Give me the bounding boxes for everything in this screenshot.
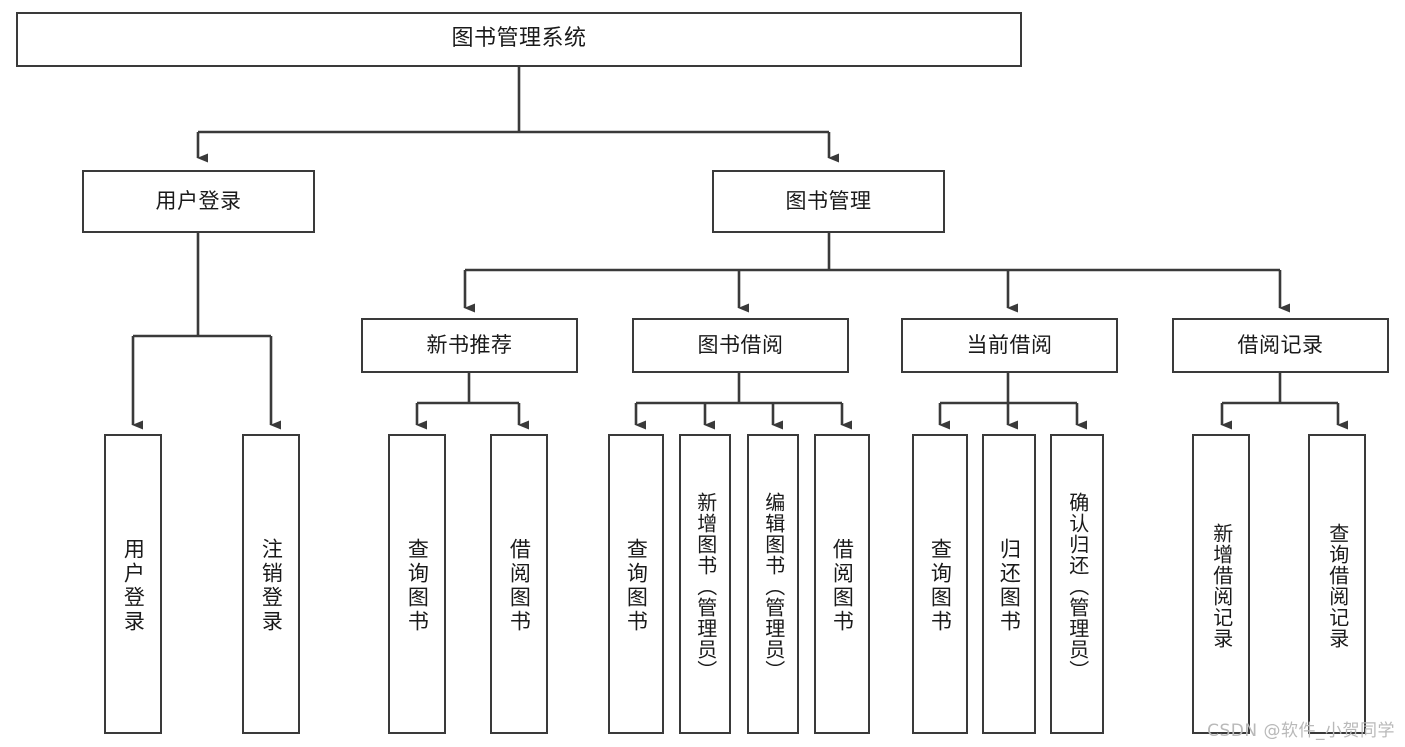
node-leaf-borrow-book-rec-label: 借阅图书 bbox=[507, 538, 532, 634]
node-leaf-query-borrow-record-label: 查询借阅记录 bbox=[1325, 523, 1350, 649]
node-new-book-recommend-label: 新书推荐 bbox=[426, 332, 513, 357]
node-book-borrow[interactable]: 图书借阅 bbox=[632, 318, 849, 373]
node-leaf-return-book-label: 归还图书 bbox=[997, 538, 1022, 634]
node-leaf-confirm-return-admin[interactable]: 确认归还（管理员） bbox=[1050, 434, 1104, 734]
node-leaf-logout-login[interactable]: 注销登录 bbox=[242, 434, 300, 734]
watermark: CSDN @软件_小贺同学 bbox=[1207, 721, 1395, 741]
node-leaf-query-book-borrow-label: 查询图书 bbox=[624, 538, 649, 634]
node-leaf-add-book-admin[interactable]: 新增图书（管理员） bbox=[679, 434, 731, 734]
node-new-book-recommend[interactable]: 新书推荐 bbox=[361, 318, 578, 373]
node-leaf-query-book-current-label: 查询图书 bbox=[928, 538, 953, 634]
node-current-borrow[interactable]: 当前借阅 bbox=[901, 318, 1118, 373]
node-leaf-add-borrow-record[interactable]: 新增借阅记录 bbox=[1192, 434, 1250, 734]
node-book-management[interactable]: 图书管理 bbox=[712, 170, 945, 233]
node-leaf-user-login[interactable]: 用户登录 bbox=[104, 434, 162, 734]
node-leaf-query-book-borrow[interactable]: 查询图书 bbox=[608, 434, 664, 734]
node-user-login[interactable]: 用户登录 bbox=[82, 170, 315, 233]
node-leaf-user-login-label: 用户登录 bbox=[121, 538, 146, 634]
node-leaf-query-book-rec-label: 查询图书 bbox=[405, 538, 430, 634]
node-borrow-record[interactable]: 借阅记录 bbox=[1172, 318, 1389, 373]
node-leaf-add-borrow-record-label: 新增借阅记录 bbox=[1209, 523, 1234, 649]
node-root-label: 图书管理系统 bbox=[451, 26, 587, 52]
node-leaf-query-borrow-record[interactable]: 查询借阅记录 bbox=[1308, 434, 1366, 734]
node-root[interactable]: 图书管理系统 bbox=[16, 12, 1022, 67]
node-leaf-edit-book-admin[interactable]: 编辑图书（管理员） bbox=[747, 434, 799, 734]
node-leaf-query-book-rec[interactable]: 查询图书 bbox=[388, 434, 446, 734]
node-user-login-label: 用户登录 bbox=[155, 188, 242, 213]
node-leaf-borrow-book-rec[interactable]: 借阅图书 bbox=[490, 434, 548, 734]
node-leaf-logout-login-label: 注销登录 bbox=[259, 538, 284, 634]
node-leaf-borrow-book-label: 借阅图书 bbox=[830, 538, 855, 634]
node-leaf-confirm-return-admin-label: 确认归还（管理员） bbox=[1065, 491, 1090, 681]
node-leaf-query-book-current[interactable]: 查询图书 bbox=[912, 434, 968, 734]
node-leaf-borrow-book[interactable]: 借阅图书 bbox=[814, 434, 870, 734]
node-leaf-edit-book-admin-label: 编辑图书（管理员） bbox=[761, 491, 786, 681]
node-book-borrow-label: 图书借阅 bbox=[697, 332, 784, 357]
node-leaf-add-book-admin-label: 新增图书（管理员） bbox=[693, 491, 718, 681]
node-leaf-return-book[interactable]: 归还图书 bbox=[982, 434, 1036, 734]
node-borrow-record-label: 借阅记录 bbox=[1237, 332, 1324, 357]
node-current-borrow-label: 当前借阅 bbox=[966, 332, 1053, 357]
node-book-management-label: 图书管理 bbox=[785, 188, 872, 213]
